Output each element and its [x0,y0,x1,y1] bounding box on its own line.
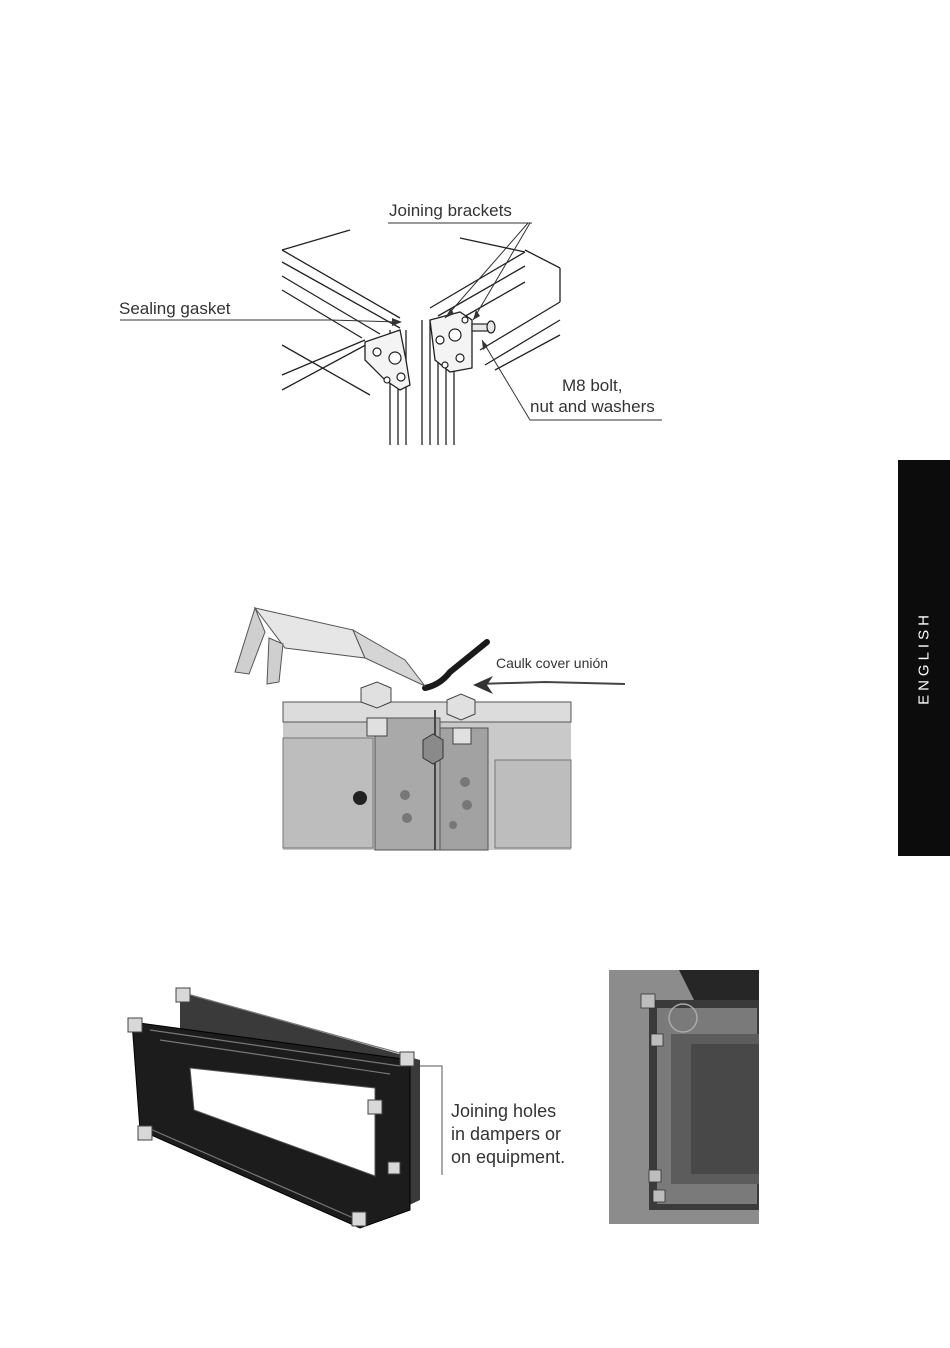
bolt-label-line1: M8 bolt, [562,376,622,396]
joining-holes-label-line1: Joining holes [451,1100,556,1123]
language-tab-label: ENGLISH [916,611,933,705]
language-side-tab: ENGLISH [898,460,950,856]
bolt-label-line2: nut and washers [530,397,655,417]
joining-holes-label-line2: in dampers or [451,1123,561,1146]
caulk-cover-label: Caulk cover unión [496,655,608,671]
sealing-gasket-label: Sealing gasket [119,299,231,319]
figure-installed-frame-photo [609,970,759,1224]
joining-brackets-label: Joining brackets [389,201,512,221]
joining-holes-label-line3: on equipment. [451,1146,565,1169]
figure-caulk-union [225,600,635,852]
figure-damper-frame [120,980,450,1232]
